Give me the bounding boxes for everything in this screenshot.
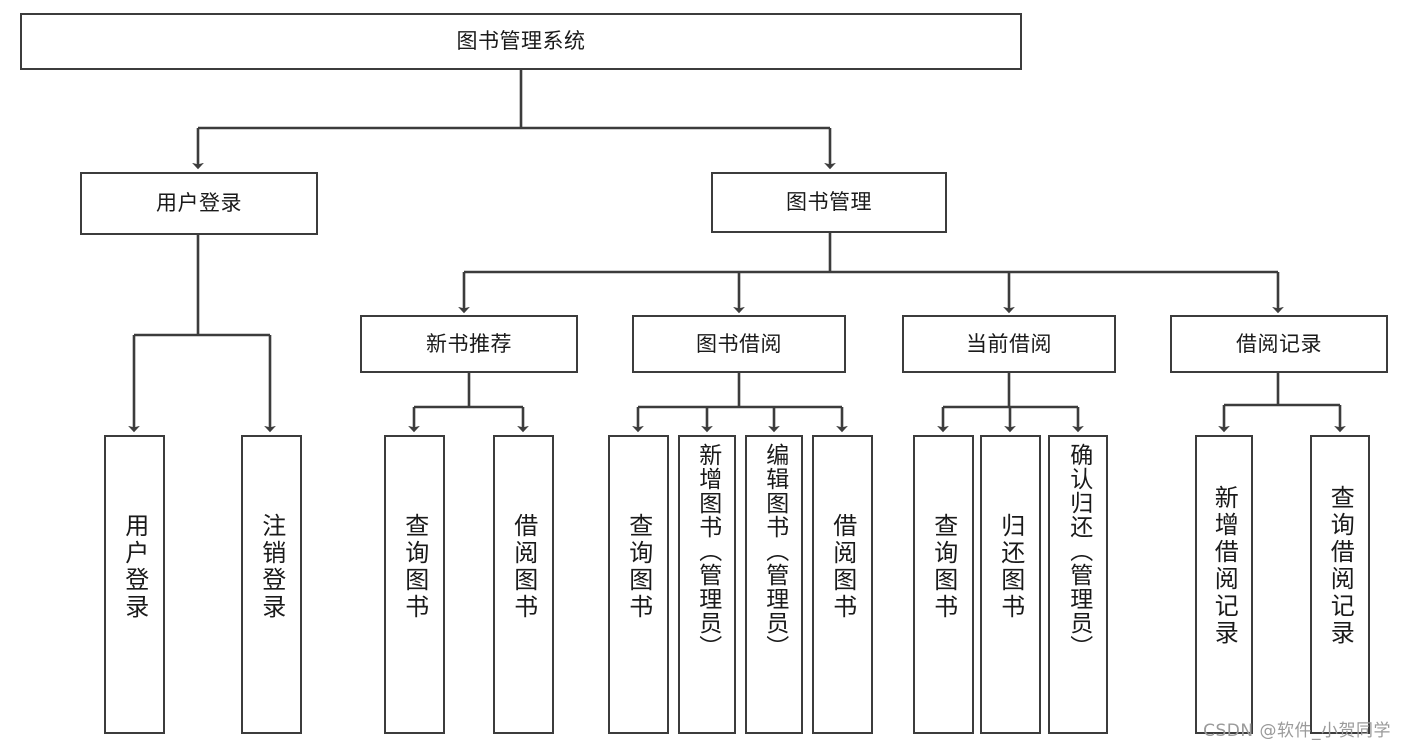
node-user-login[interactable]: 用户登录 <box>80 172 318 235</box>
node-label: 新增图书（管理员） <box>694 443 721 659</box>
node-borrow-record[interactable]: 借阅记录 <box>1170 315 1388 373</box>
node-label: 查询图书 <box>400 513 429 621</box>
node-book-management[interactable]: 图书管理 <box>711 172 947 233</box>
node-label: 编辑图书（管理员） <box>761 443 788 659</box>
node-label: 借阅图书 <box>828 513 857 621</box>
node-label: 查询图书 <box>929 513 958 621</box>
node-leaf-query-book-current[interactable]: 查询图书 <box>913 435 974 734</box>
node-label: 注销登录 <box>257 513 286 621</box>
node-leaf-borrow-book-rec[interactable]: 借阅图书 <box>493 435 554 734</box>
node-leaf-query-borrow-record[interactable]: 查询借阅记录 <box>1310 435 1370 734</box>
node-label: 借阅记录 <box>1236 331 1322 356</box>
node-book-borrow[interactable]: 图书借阅 <box>632 315 846 373</box>
node-label: 归还图书 <box>996 513 1025 621</box>
node-label: 新增借阅记录 <box>1210 485 1239 647</box>
node-label: 借阅图书 <box>509 513 538 621</box>
node-leaf-query-book-borrow[interactable]: 查询图书 <box>608 435 669 734</box>
node-leaf-return-book[interactable]: 归还图书 <box>980 435 1041 734</box>
node-book-management-system[interactable]: 图书管理系统 <box>20 13 1022 70</box>
node-label: 新书推荐 <box>426 331 512 356</box>
node-label: 确认归还（管理员） <box>1065 443 1092 659</box>
node-leaf-query-book-rec[interactable]: 查询图书 <box>384 435 445 734</box>
node-leaf-add-borrow-record[interactable]: 新增借阅记录 <box>1195 435 1253 734</box>
node-label: 查询借阅记录 <box>1326 485 1355 647</box>
node-leaf-user-login[interactable]: 用户登录 <box>104 435 165 734</box>
node-label: 用户登录 <box>156 191 242 216</box>
node-label: 图书管理 <box>786 190 872 215</box>
node-new-book-recommendation[interactable]: 新书推荐 <box>360 315 578 373</box>
node-current-borrow[interactable]: 当前借阅 <box>902 315 1116 373</box>
node-leaf-add-book-admin[interactable]: 新增图书（管理员） <box>678 435 736 734</box>
node-label: 当前借阅 <box>966 331 1052 356</box>
node-leaf-edit-book-admin[interactable]: 编辑图书（管理员） <box>745 435 803 734</box>
watermark-text: CSDN @软件_小贺同学 <box>1203 721 1391 741</box>
node-label: 图书管理系统 <box>456 29 586 54</box>
node-leaf-confirm-return-admin[interactable]: 确认归还（管理员） <box>1048 435 1108 734</box>
node-label: 图书借阅 <box>696 331 782 356</box>
node-leaf-logout-login[interactable]: 注销登录 <box>241 435 302 734</box>
node-label: 查询图书 <box>624 513 653 621</box>
node-label: 用户登录 <box>120 513 149 621</box>
node-leaf-borrow-book-borrow[interactable]: 借阅图书 <box>812 435 873 734</box>
